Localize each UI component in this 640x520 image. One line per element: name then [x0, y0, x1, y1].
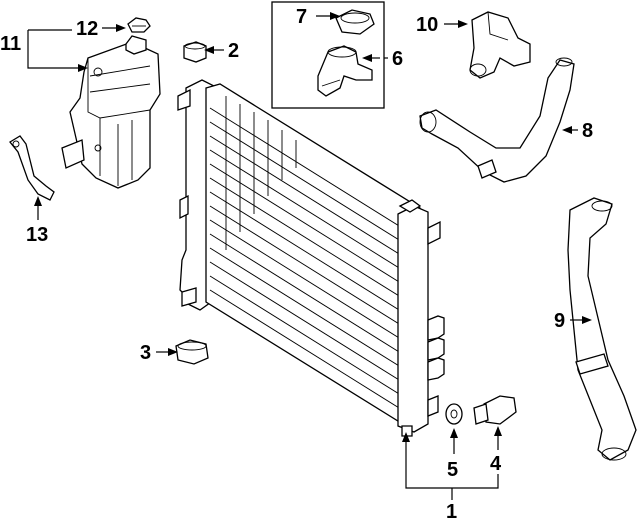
coolant-reservoir-tank: [61, 35, 161, 189]
reservoir-bracket: [9, 135, 55, 201]
drain-cock: [473, 395, 517, 425]
callout-8: 8: [582, 120, 593, 142]
callout-9: 9: [554, 310, 565, 332]
callout-12: 12: [76, 18, 98, 40]
leader-lines: [27, 12, 592, 500]
callout-10: 10: [416, 14, 438, 36]
callout-13: 13: [26, 224, 48, 246]
callout-7: 7: [296, 6, 307, 28]
callout-1: 1: [446, 501, 457, 520]
upper-radiator-hose: [419, 57, 575, 183]
callout-3: 3: [140, 342, 151, 364]
radiator-cap-inset: [271, 1, 385, 109]
drain-gasket: [445, 403, 463, 425]
callout-6: 6: [392, 48, 403, 70]
lower-radiator-hose: [567, 197, 637, 461]
lower-mount-cushion: [175, 339, 209, 365]
radiator-assembly: [177, 79, 445, 437]
callout-numbers: 1 2 3 4 5 6 7 8 9 10 11 12 13: [0, 6, 593, 520]
upper-mount-cushion: [183, 41, 207, 63]
reservoir-cap: [127, 17, 151, 33]
callout-5: 5: [447, 459, 458, 481]
callout-4: 4: [490, 453, 502, 475]
callout-11: 11: [0, 33, 21, 55]
callout-2: 2: [228, 40, 239, 62]
coolant-valve: [469, 11, 531, 79]
